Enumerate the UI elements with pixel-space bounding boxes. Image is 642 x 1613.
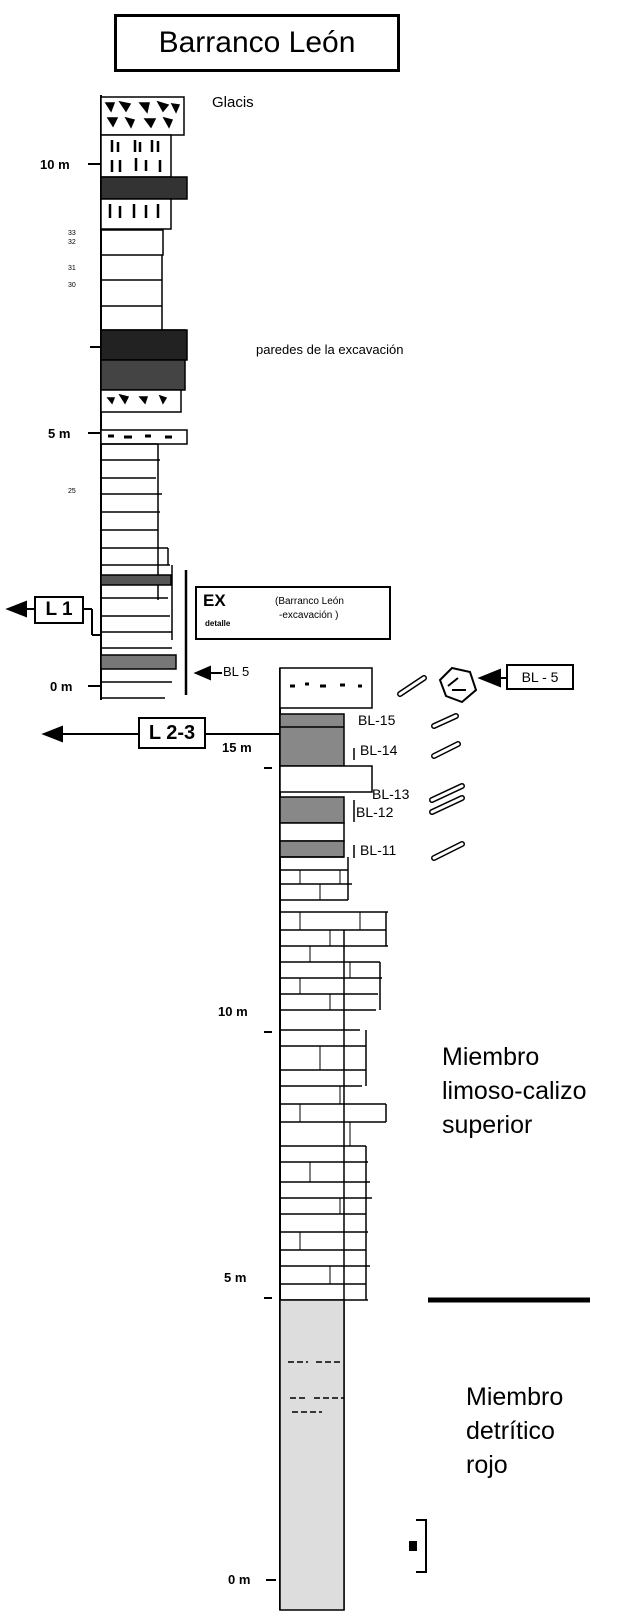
ex-box: EX detalle (Barranco León -excavación ) (195, 586, 391, 640)
bone-icon-2-inner (432, 714, 458, 728)
walls-label: paredes de la excavación (256, 342, 404, 357)
member-upper-label: Miembro limoso-calizo superior (442, 1040, 586, 1142)
bl5-box-label: BL - 5 (521, 669, 559, 685)
bl5-arrow-upper (193, 665, 222, 681)
level-bl13: BL-13 (372, 786, 410, 802)
scale-lower-15m: 15 m (222, 740, 252, 755)
member-upper-line: limoso-calizo (442, 1077, 587, 1105)
bone-icon-1 (397, 675, 427, 697)
ex-code: EX (203, 591, 226, 610)
skull-icon (438, 666, 478, 704)
upper-scale-ticks (88, 163, 101, 687)
member-lower-line: detrítico (466, 1417, 555, 1445)
ex-small: detalle (205, 619, 231, 628)
bed-number: 31 (68, 265, 76, 272)
bone-icon-4-inner (430, 784, 464, 814)
member-lower-line: Miembro (466, 1383, 564, 1411)
bed-number: 33 (68, 230, 76, 237)
ex-desc-2: -excavación ) (279, 610, 339, 621)
bed-number: 30 (68, 282, 76, 289)
diagram-title: Barranco León (158, 26, 356, 59)
l1-box: L 1 (34, 596, 84, 624)
scale-upper-10m: 10 m (40, 157, 70, 172)
lower-scale-ticks (264, 767, 276, 1581)
level-bl14: BL-14 (360, 742, 398, 758)
bed-number: 32 (68, 239, 76, 246)
scale-lower-5m: 5 m (224, 1270, 247, 1285)
bl5-box: BL - 5 (506, 664, 574, 690)
bl5-upper-label: BL 5 (223, 664, 250, 679)
scale-lower-10m: 10 m (218, 1004, 248, 1019)
bed-number: 25 (68, 488, 76, 495)
bone-icon-3-inner (432, 742, 460, 758)
l23-label: L 2-3 (148, 721, 196, 744)
member-lower-label: Miembro detrítico rojo (466, 1380, 563, 1482)
l1-label: L 1 (45, 599, 73, 620)
small-bracket (409, 1519, 427, 1573)
lower-column (279, 667, 388, 1611)
l23-arrow (41, 725, 280, 743)
member-lower-line: rojo (466, 1451, 508, 1479)
ex-desc-1: (Barranco León (275, 596, 344, 607)
level-bl12: BL-12 (356, 804, 394, 820)
l23-box: L 2-3 (138, 717, 206, 749)
bl5-arrow-lower (477, 668, 506, 688)
member-upper-line: superior (442, 1111, 533, 1139)
l1-arrow (5, 600, 101, 636)
scale-upper-5m: 5 m (48, 426, 71, 441)
bone-icon-5-inner (432, 842, 464, 860)
title-box: Barranco León (114, 14, 400, 72)
member-upper-line: Miembro (442, 1043, 540, 1071)
scale-lower-0m: 0 m (228, 1572, 251, 1587)
level-bl15: BL-15 (358, 712, 396, 728)
upper-column (90, 95, 188, 700)
glacis-label: Glacis (212, 94, 254, 111)
level-bl11: BL-11 (360, 842, 397, 858)
scale-upper-0m: 0 m (50, 679, 73, 694)
